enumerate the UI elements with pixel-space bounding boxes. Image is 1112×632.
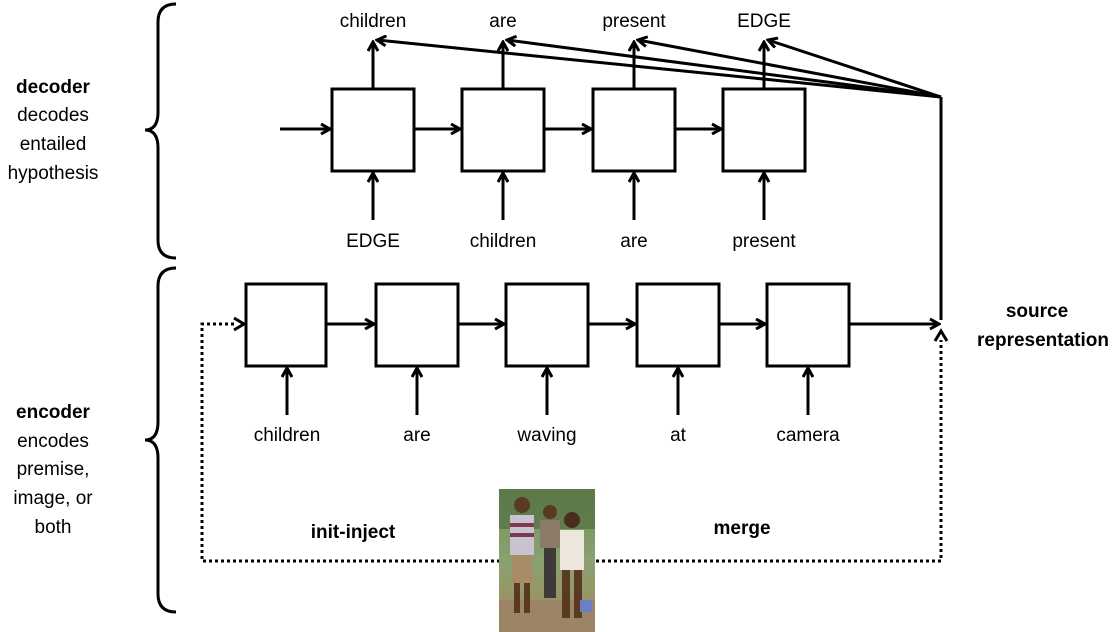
source-to-output-4 (768, 40, 942, 99)
encoder-desc-1: encodes (17, 431, 89, 452)
source-to-output-3 (638, 40, 942, 99)
decoder-desc-1: decodes (17, 105, 89, 126)
decoder-title: decoder (16, 77, 91, 98)
decoder-brace (144, 2, 177, 260)
encoder-brace (144, 266, 177, 614)
source-label-line-2: representation (977, 330, 1109, 351)
encoder-input-word-1: children (254, 425, 321, 446)
decoder-input-word-1: EDGE (346, 231, 400, 252)
decoder-output-word-4: EDGE (737, 11, 791, 32)
init-inject-arrowhead (233, 316, 247, 332)
decoder-input-word-3: are (620, 231, 647, 252)
decoder-cell-1 (330, 87, 416, 173)
decoder-desc-3: hypothesis (8, 163, 99, 184)
encoder-cell-4 (635, 282, 721, 368)
merge-path (596, 340, 943, 563)
encoder-desc-4: both (35, 517, 72, 538)
encoder-input-word-5: camera (776, 425, 840, 446)
decoder-output-word-1: children (340, 11, 407, 32)
decoder-input-word-4: present (732, 231, 796, 252)
children-photo-icon (499, 489, 595, 632)
merge-arrowhead (933, 328, 949, 342)
decoder-cell-4 (721, 87, 807, 173)
encoder-input-word-3: waving (516, 425, 576, 446)
encoder-input-word-4: at (670, 425, 687, 446)
encoder-cell-5 (765, 282, 851, 368)
decoder-input-word-2: children (470, 231, 537, 252)
encoder-cell-3 (504, 282, 590, 368)
decoder-desc-2: entailed (20, 134, 87, 155)
merge-label: merge (713, 518, 770, 539)
encoder-cell-1 (244, 282, 328, 368)
encoder-title: encoder (16, 402, 91, 423)
decoder-cell-3 (591, 87, 677, 173)
source-to-output-1 (377, 40, 942, 99)
encoder-cell-2 (374, 282, 460, 368)
encoder-input-word-2: are (403, 425, 430, 446)
init-inject-path (200, 322, 500, 563)
encoder-desc-3: image, or (13, 488, 93, 509)
init-inject-label: init-inject (311, 522, 396, 543)
decoder-cell-2 (460, 87, 546, 173)
source-label-line-1: source (1006, 301, 1068, 322)
decoder-output-word-2: are (489, 11, 516, 32)
decoder-output-word-3: present (602, 11, 666, 32)
source-to-output-2 (507, 40, 942, 99)
encoder-desc-2: premise, (17, 459, 90, 480)
